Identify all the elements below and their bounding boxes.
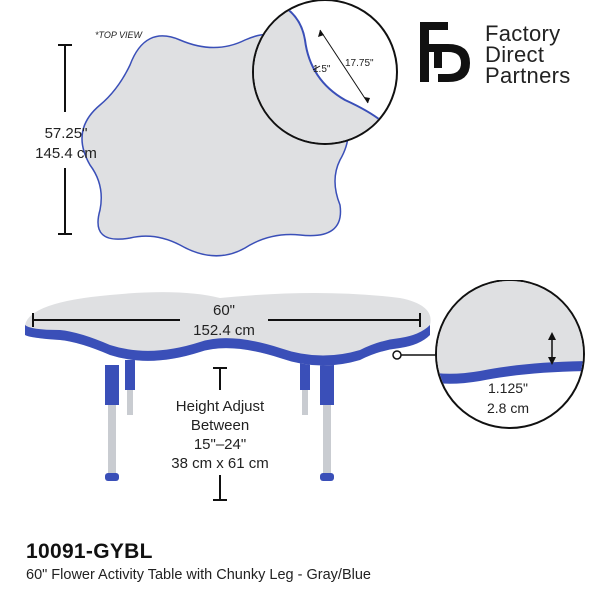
edge-thickness-cm: 2.8 cm [486,400,529,416]
product-description: 60" Flower Activity Table with Chunky Le… [26,567,371,583]
side-view-width-dimension [32,313,421,327]
side-view-height-dimension [213,367,227,501]
top-view-height-in: 57.25" [44,125,88,142]
zoom-top-depth: 1.5" [313,64,331,75]
brand-line-1: Factory [485,21,561,46]
table-legs [105,360,334,481]
top-view-label: *TOP VIEW [95,30,143,40]
zoom-top-arc: 17.75" [345,58,374,69]
brand-line-3: Partners [485,63,571,88]
top-view-height-dimension [58,44,72,235]
side-view-drawing [25,280,585,501]
height-adjust-line-2: Between [190,417,250,434]
flower-table-side-view [25,292,431,366]
edge-thickness-in: 1.125" [487,380,528,396]
top-view-zoom-circle [252,0,398,145]
side-view-width-cm: 152.4 cm [193,322,255,339]
product-sku: 10091-GYBL [26,540,153,563]
height-adjust-line-4: 38 cm x 61 cm [171,455,269,472]
height-adjust-line-3: 15"–24" [193,436,247,453]
fdp-logo-icon [420,22,470,82]
edge-pointer-dot [392,350,402,360]
brand-line-2: Direct [485,42,545,67]
height-adjust-line-1: Height Adjust [175,398,265,415]
top-view-drawing [58,0,398,257]
edge-zoom-circle [435,280,585,429]
top-view-height-cm: 145.4 cm [35,145,97,162]
side-view-width-in: 60" [212,302,235,319]
